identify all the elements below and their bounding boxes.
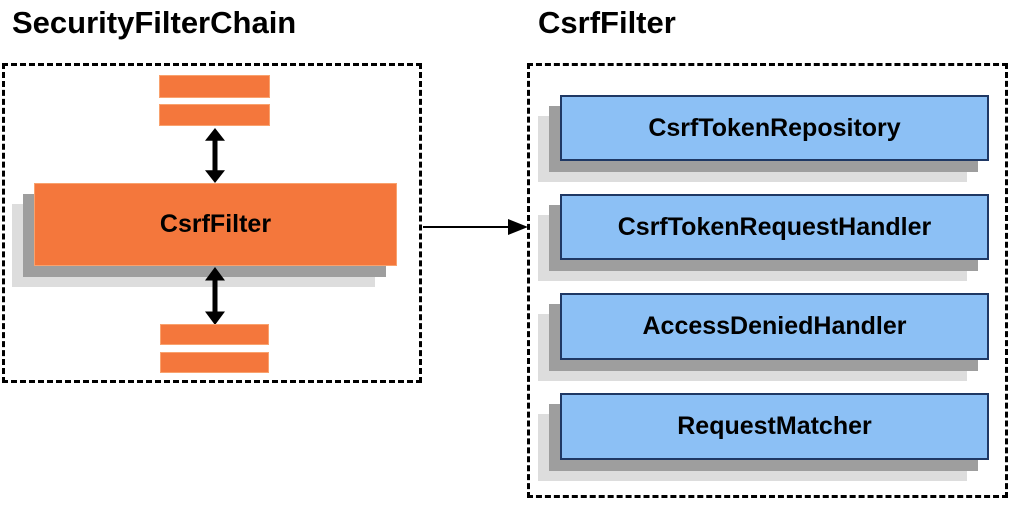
component-box-csrf-token-request-handler: CsrfTokenRequestHandler: [560, 194, 989, 260]
filter-placeholder-bar: [160, 324, 269, 345]
component-box-access-denied-handler: AccessDeniedHandler: [560, 293, 989, 360]
security-filter-chain-title: SecurityFilterChain: [12, 5, 297, 40]
component-stack-request-matcher: RequestMatcher: [538, 393, 989, 481]
filter-placeholder-bar: [159, 104, 270, 126]
csrf-filter-title: CsrfFilter: [538, 5, 676, 40]
csrf-filter-box: CsrfFilter: [34, 183, 397, 266]
filter-placeholder-bar: [160, 352, 269, 373]
component-box-request-matcher: RequestMatcher: [560, 393, 989, 460]
up-down-arrow-icon: [205, 267, 225, 325]
component-box-csrf-token-repository: CsrfTokenRepository: [560, 95, 989, 161]
component-stack-access-denied-handler: AccessDeniedHandler: [538, 293, 989, 381]
security-filter-chain-container: [2, 63, 422, 383]
component-stack-csrf-token-repository: CsrfTokenRepository: [538, 95, 989, 182]
right-arrow-icon: [423, 219, 528, 235]
component-stack-csrf-token-request-handler: CsrfTokenRequestHandler: [538, 194, 989, 281]
filter-placeholder-bar: [159, 75, 270, 98]
up-down-arrow-icon: [205, 128, 225, 183]
csrf-filter-container: [527, 63, 1008, 498]
csrf-filter-stack: CsrfFilter: [12, 183, 397, 287]
